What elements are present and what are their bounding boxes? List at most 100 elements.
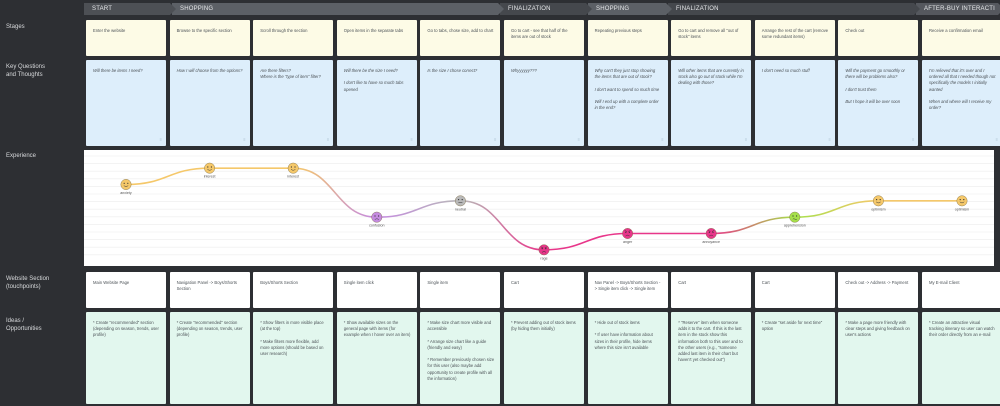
question-card-8: Will other items that are currently in s… xyxy=(671,60,752,146)
emotion-point-11: optimism xyxy=(955,195,969,211)
curve-segment xyxy=(543,232,628,251)
section-card-text: Single item xyxy=(427,280,449,285)
idea-card-text: * Create "recommended" section (dependin… xyxy=(93,320,159,338)
stage-card-5: Go to tabs, chose size, add to chart xyxy=(420,20,501,56)
phase-1: START xyxy=(84,3,176,15)
curve-segment xyxy=(376,200,461,218)
curve-segment xyxy=(293,167,377,218)
idea-card-text: * Show available sizes on the general pa… xyxy=(343,320,411,338)
idea-card-4: * Show available sizes on the general pa… xyxy=(336,312,417,404)
phase-2: SHOPPING xyxy=(172,3,504,15)
idea-card-7: * Hide out of stock items * If user have… xyxy=(587,312,668,404)
section-card-10: Check out -> Address -> Payment xyxy=(838,272,919,308)
question-card-11: I'm relieved that it's over and I ordere… xyxy=(922,60,1000,146)
neutral-face-icon xyxy=(454,195,466,207)
comment-icon: ≡ xyxy=(577,136,580,142)
question-card-2: How I will choose from the options? ≡ xyxy=(169,60,250,146)
idea-card-6: * Prevent adding out of stock items (by … xyxy=(504,312,584,404)
stage-card-text: Check out xyxy=(845,28,865,33)
stage-card-text: Browse to the specific section xyxy=(176,28,232,33)
uneasy-face-icon xyxy=(789,211,801,223)
stage-card-4: Open items in the separate tabs xyxy=(336,20,417,56)
curve-segment xyxy=(125,167,210,186)
comment-icon: ≡ xyxy=(243,136,246,142)
section-card-3: Boys/Shorts Section xyxy=(253,272,334,308)
question-card-text: How I will choose from the options? xyxy=(176,68,243,73)
emotion-label: interest xyxy=(287,175,299,179)
stage-card-text: Go to cart - see that half of the items … xyxy=(511,28,568,40)
emotion-label: anxiety xyxy=(120,191,132,195)
question-card-text: Will there be items I need? xyxy=(93,68,143,73)
curve-segment xyxy=(794,200,879,218)
section-card-text: Check out -> Address -> Payment xyxy=(845,280,909,285)
angry-face-icon xyxy=(705,228,717,239)
section-card-text: Boys/Shorts Section xyxy=(260,280,298,285)
row-label-stages: Stages xyxy=(6,24,25,30)
section-card-text: Cart xyxy=(511,280,519,285)
comment-icon: ≡ xyxy=(494,136,497,142)
experience-chart: anxiety interest interest confusion neutral r… xyxy=(84,150,994,266)
stage-card-3: Scroll through the section xyxy=(253,20,334,56)
idea-card-9: * Create "set aside for next time" optio… xyxy=(754,312,835,404)
stage-card-text: Go to tabs, chose size, add to chart xyxy=(427,28,494,33)
happy-face-icon xyxy=(873,195,884,207)
happy-face-icon xyxy=(120,179,132,190)
section-card-text: Navigation Panel -> Boys/Shorts Section xyxy=(176,280,237,292)
row-label-ideas: Ideas / Opportunities xyxy=(6,318,42,332)
question-card-5: Is the size I chose correct?≡ xyxy=(420,60,501,146)
happy-face-icon xyxy=(204,162,216,174)
angry-face-icon xyxy=(622,228,633,239)
section-card-11: My E-mail Client xyxy=(922,272,1000,308)
emotion-point-5: neutral xyxy=(454,195,466,211)
emotion-point-4: confusion xyxy=(369,211,384,228)
section-card-6: Cart xyxy=(504,272,584,308)
section-card-9: Cart xyxy=(754,272,835,308)
emotion-label: optimism xyxy=(955,207,969,211)
stage-card-11: Receive a confirmation email xyxy=(922,20,1000,56)
comment-icon: ≡ xyxy=(995,136,998,142)
idea-card-10: * Make a page more friendly with clear s… xyxy=(838,312,919,404)
stage-card-text: Receive a confirmation email xyxy=(929,28,983,33)
stage-card-text: Go to cart and remove all "out of stock"… xyxy=(678,28,739,40)
section-card-text: Nav Panel -> Boys/Shorts Section -> Sing… xyxy=(594,280,661,292)
happy-face-icon xyxy=(956,195,968,207)
comment-icon: ≡ xyxy=(661,136,664,142)
stage-card-8: Go to cart and remove all "out of stock"… xyxy=(671,20,752,56)
stage-card-6: Go to cart - see that half of the items … xyxy=(504,20,584,56)
question-card-6: Whyyyyyy???≡ xyxy=(504,60,584,146)
curve-segment xyxy=(460,200,545,251)
idea-card-text: * Hide out of stock items * If user have… xyxy=(594,320,653,350)
section-card-text: Single item click xyxy=(343,280,374,285)
idea-card-text: * Make a page more friendly with clear s… xyxy=(845,320,910,338)
idea-card-8: * "Reserve" item when someone adds it to… xyxy=(671,312,752,404)
stage-card-10: Check out xyxy=(838,20,919,56)
stage-card-text: Enter the website xyxy=(93,28,126,33)
emotion-curve-chart: anxiety interest interest confusion neutral r… xyxy=(84,155,994,260)
idea-card-text: * Create "recommended" section (dependin… xyxy=(176,320,243,338)
emotion-point-7: anger xyxy=(622,228,633,244)
emotion-label: optimism xyxy=(871,207,885,211)
section-card-5: Single item xyxy=(420,272,501,308)
emotion-point-8: annoyance xyxy=(702,228,720,244)
emotion-point-6: rage xyxy=(538,244,550,260)
question-card-9: I don't need so much stuff≡ xyxy=(754,60,835,146)
section-card-4: Single item click xyxy=(336,272,417,308)
emotion-label: neutral xyxy=(455,207,466,211)
stage-card-9: Arrange the rest of the cart (remove som… xyxy=(754,20,835,56)
question-card-text: Will there be the size I need? I don't l… xyxy=(343,68,404,92)
idea-card-text: * Make size chart more visible and acces… xyxy=(427,320,495,381)
section-card-text: My E-mail Client xyxy=(929,280,960,285)
idea-card-5: * Make size chart more visible and acces… xyxy=(420,312,501,404)
idea-card-3: * Show filters in more visible place (at… xyxy=(253,312,334,404)
section-card-text: Cart xyxy=(678,280,687,285)
idea-card-text: * Create "set aside for next time" optio… xyxy=(761,320,823,332)
emotion-label: rage xyxy=(540,256,547,260)
idea-card-1: * Create "recommended" section (dependin… xyxy=(86,312,166,404)
question-card-text: I'm relieved that it's over and I ordere… xyxy=(929,68,996,111)
emotion-point-3: interest xyxy=(287,162,299,179)
emotion-point-1: anxiety xyxy=(120,179,132,195)
section-card-8: Cart xyxy=(671,272,752,308)
idea-card-text: * "Reserve" item when someone adds it to… xyxy=(678,320,743,363)
emotion-point-2: interest xyxy=(204,162,216,179)
